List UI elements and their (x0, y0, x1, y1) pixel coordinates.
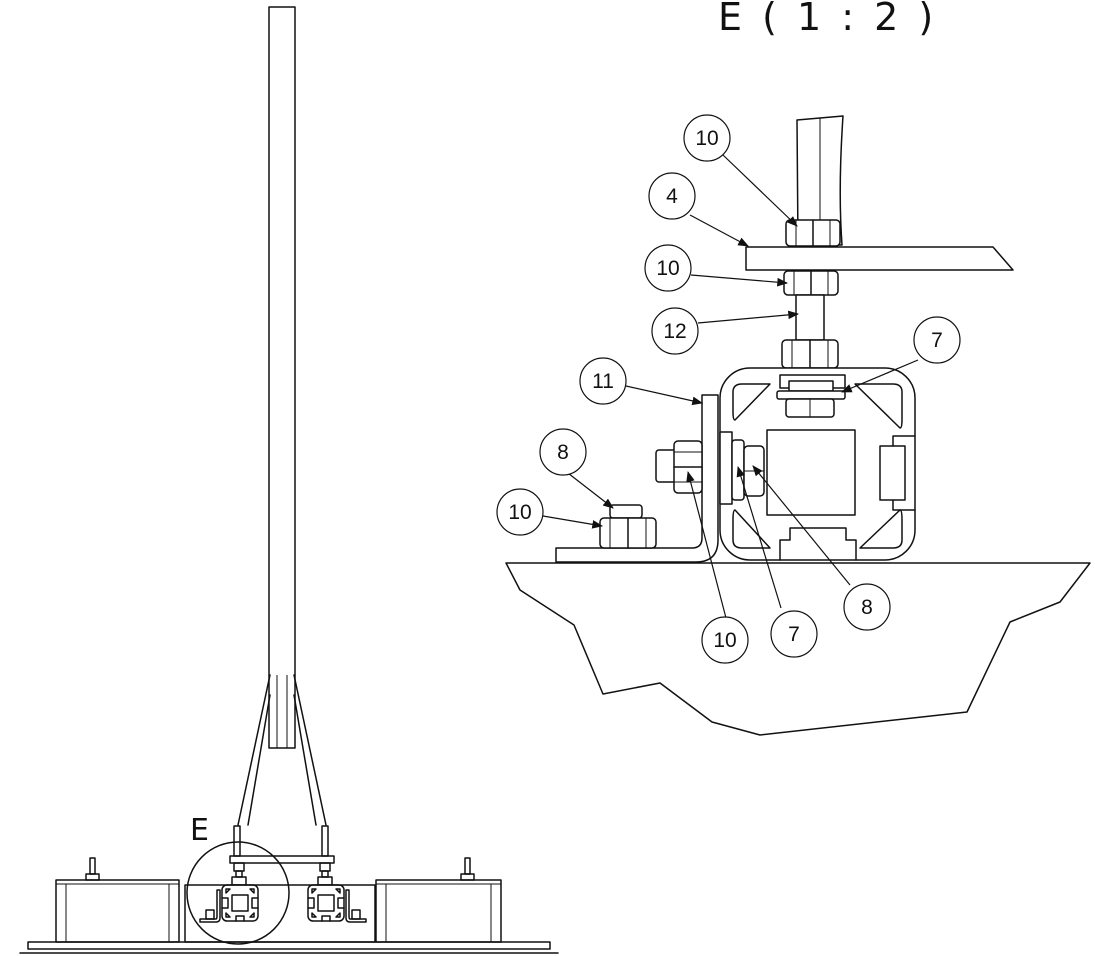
callout-12: 12 (651, 307, 699, 355)
l-bracket (555, 394, 719, 563)
callout-8-left: 8 (539, 428, 587, 476)
detail-reference-letter: E (190, 813, 209, 848)
left-mount-small (199, 862, 259, 923)
detail-circle-e (186, 841, 290, 945)
svg-text:12: 12 (663, 320, 686, 343)
main-assembly-view: E (19, 6, 559, 954)
callout-7-bottom: 7 (770, 610, 818, 658)
callouts: 10 4 10 12 7 11 8 10 10 7 8 (496, 114, 961, 664)
callout-7-top: 7 (913, 316, 961, 364)
svg-text:7: 7 (788, 623, 800, 646)
svg-text:10: 10 (713, 629, 736, 652)
pole-braces (237, 674, 327, 826)
svg-text:10: 10 (508, 501, 531, 524)
callout-4: 4 (648, 172, 696, 220)
svg-text:11: 11 (592, 370, 614, 393)
right-ballast-block (375, 857, 502, 943)
right-mount-small (307, 862, 367, 923)
callout-10-left: 10 (496, 488, 544, 536)
svg-text:8: 8 (557, 441, 569, 464)
callout-10-mid: 10 (644, 244, 692, 292)
svg-text:10: 10 (656, 257, 679, 280)
callout-10-top: 10 (683, 114, 731, 162)
cross-plate (229, 855, 335, 864)
svg-text:4: 4 (666, 185, 678, 208)
svg-text:7: 7 (931, 329, 943, 352)
base-plate (27, 941, 551, 950)
callout-11: 11 (579, 357, 627, 405)
callout-10-bottom: 10 (701, 616, 749, 664)
threaded-stud (795, 294, 825, 341)
vertical-pole (268, 6, 296, 749)
upper-rod-cut (796, 115, 844, 246)
svg-text:8: 8 (861, 596, 873, 619)
detail-title: E ( 1 : 2 ) (718, 0, 937, 39)
left-ballast-block (55, 857, 180, 943)
callout-8-right: 8 (843, 583, 891, 631)
plate (745, 246, 1014, 271)
svg-text:10: 10 (695, 127, 718, 150)
broken-support (505, 562, 1091, 736)
